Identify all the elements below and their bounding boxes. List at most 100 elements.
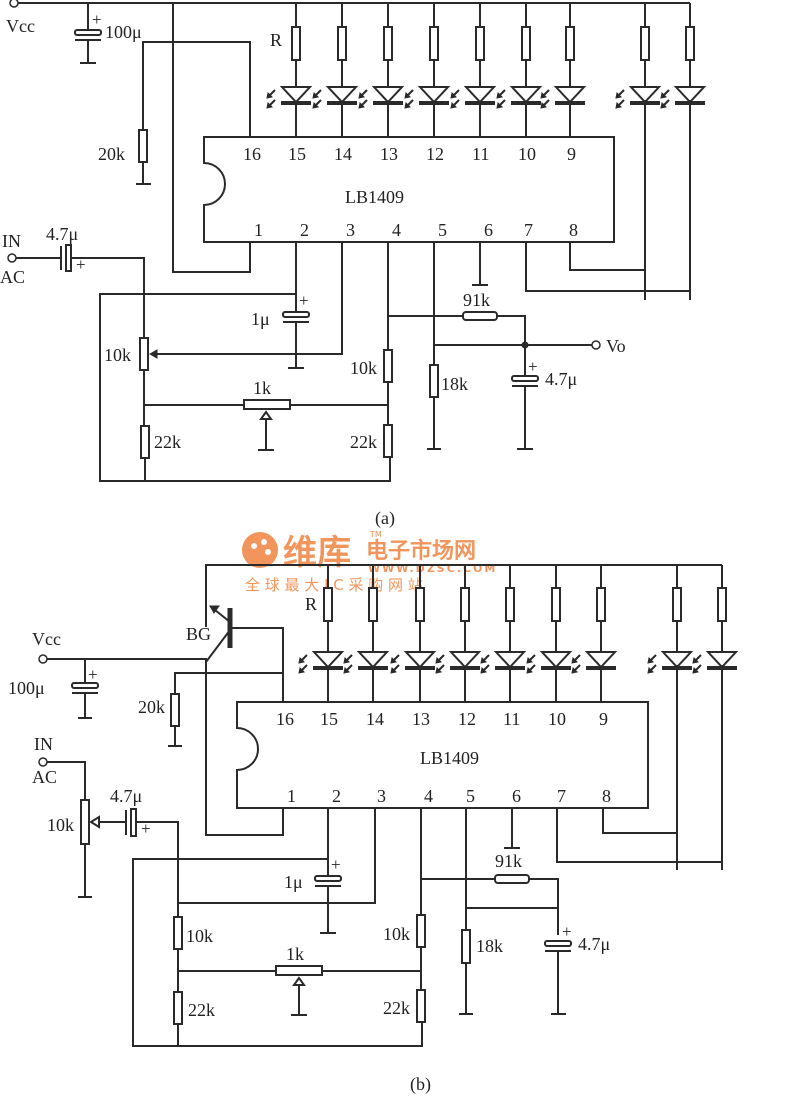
led-resistor xyxy=(521,26,531,61)
output-capacitor-label: 4.7μ xyxy=(545,369,577,389)
wire-vcc-pin1 xyxy=(172,3,251,273)
vcc-terminal[interactable] xyxy=(9,0,19,8)
svg-text:+: + xyxy=(331,855,341,874)
led-resistor xyxy=(717,587,727,622)
led-array-b xyxy=(298,565,739,870)
capacitor-1u-label-b: 1μ xyxy=(284,872,303,892)
light-arrow-icon xyxy=(496,101,504,109)
led-icon xyxy=(417,86,451,104)
resistor-91k xyxy=(462,311,498,321)
led-column xyxy=(692,565,739,870)
light-arrow-icon xyxy=(480,656,488,664)
light-arrow-icon xyxy=(660,101,668,109)
light-arrow-icon xyxy=(312,91,320,99)
pin-label: 7 xyxy=(524,220,533,240)
pin-label: 2 xyxy=(332,786,341,806)
led-column xyxy=(266,3,313,137)
led-icon xyxy=(356,651,390,669)
led-resistor xyxy=(640,26,650,61)
led-icon xyxy=(660,651,694,669)
led-icon xyxy=(553,86,587,104)
led-icon xyxy=(325,86,359,104)
pin-label: 5 xyxy=(466,786,475,806)
resistor-20k-label: 20k xyxy=(98,144,125,164)
output-terminal[interactable] xyxy=(591,340,601,350)
resistor-22k-left xyxy=(140,425,150,459)
svg-text:+: + xyxy=(141,819,151,838)
pin-label: 10 xyxy=(548,709,566,729)
ic-lb1409-b xyxy=(236,701,649,809)
resistor-20k-label-b: 20k xyxy=(138,697,165,717)
svg-text:+: + xyxy=(76,255,86,274)
output-capacitor: + xyxy=(511,345,539,450)
supply-capacitor: + xyxy=(74,3,102,64)
ic-label-b: LB1409 xyxy=(420,748,479,768)
resistor-18k-b xyxy=(461,929,471,964)
resistor-22k-left-b xyxy=(173,991,183,1025)
resistor-18k-label-b: 18k xyxy=(476,936,503,956)
light-arrow-icon xyxy=(312,101,320,109)
light-arrow-icon xyxy=(540,101,548,109)
resistor-10k-right-label: 10k xyxy=(350,358,377,378)
input-terminal[interactable] xyxy=(7,253,17,263)
capacitor-1u-label: 1μ xyxy=(251,309,270,329)
led-resistor-label-b: R xyxy=(305,594,317,614)
light-arrow-icon xyxy=(526,666,534,674)
pin-label: 6 xyxy=(512,786,521,806)
led-column xyxy=(343,565,390,702)
pin-label: 7 xyxy=(557,786,566,806)
potentiometer-10k-label: 10k xyxy=(104,345,131,365)
led-icon xyxy=(705,651,739,669)
vcc-terminal-b[interactable] xyxy=(38,654,48,664)
potentiometer-10k xyxy=(139,337,149,371)
resistor-10k-left-label-b: 10k xyxy=(186,926,213,946)
light-arrow-icon xyxy=(450,101,458,109)
input-capacitor-label-b: 4.7μ xyxy=(110,786,142,806)
pin-label: 13 xyxy=(380,144,398,164)
resistor-22k-left-label: 22k xyxy=(154,432,181,452)
light-arrow-icon xyxy=(390,656,398,664)
pin-label: 3 xyxy=(377,786,386,806)
resistor-91k-b xyxy=(494,874,530,884)
pin-label: 11 xyxy=(503,709,520,729)
light-arrow-icon xyxy=(390,666,398,674)
light-arrow-icon xyxy=(615,101,623,109)
light-arrow-icon xyxy=(266,91,274,99)
led-icon xyxy=(539,651,573,669)
light-arrow-icon xyxy=(571,666,579,674)
output-capacitor-b: + xyxy=(544,922,572,1015)
light-arrow-icon xyxy=(404,101,412,109)
led-icon xyxy=(584,651,618,669)
led-resistor xyxy=(551,587,561,622)
light-arrow-icon xyxy=(298,666,306,674)
light-arrow-icon xyxy=(540,91,548,99)
ic-lb1409-a xyxy=(203,136,615,243)
light-arrow-icon xyxy=(343,666,351,674)
svg-text:+: + xyxy=(88,665,98,684)
input-label-in: IN xyxy=(2,231,21,251)
resistor-22k-right-label-b: 22k xyxy=(383,998,410,1018)
caption-b: (b) xyxy=(410,1074,431,1095)
led-column xyxy=(298,565,345,702)
led-icon xyxy=(448,651,482,669)
capacitor-1u-b: + xyxy=(314,855,342,934)
input-terminal-b[interactable] xyxy=(38,757,48,767)
led-column xyxy=(615,3,662,300)
resistor-10k-right xyxy=(383,349,393,383)
light-arrow-icon xyxy=(660,91,668,99)
pin-label: 4 xyxy=(424,786,433,806)
light-arrow-icon xyxy=(692,666,700,674)
supply-capacitor-label-b: 100μ xyxy=(8,678,45,698)
output-capacitor-label-b: 4.7μ xyxy=(578,934,610,954)
light-arrow-icon xyxy=(266,101,274,109)
output-label: Vo xyxy=(606,336,626,356)
transistor-bg xyxy=(205,605,284,702)
led-icon xyxy=(628,86,662,104)
potentiometer-1k-label: 1k xyxy=(253,378,271,398)
led-icon xyxy=(463,86,497,104)
resistor-91k-label: 91k xyxy=(463,290,490,310)
light-arrow-icon xyxy=(647,656,655,664)
vcc-label-b: Vcc xyxy=(32,629,61,649)
potentiometer-1k-label-b: 1k xyxy=(286,944,304,964)
led-column xyxy=(647,565,694,870)
